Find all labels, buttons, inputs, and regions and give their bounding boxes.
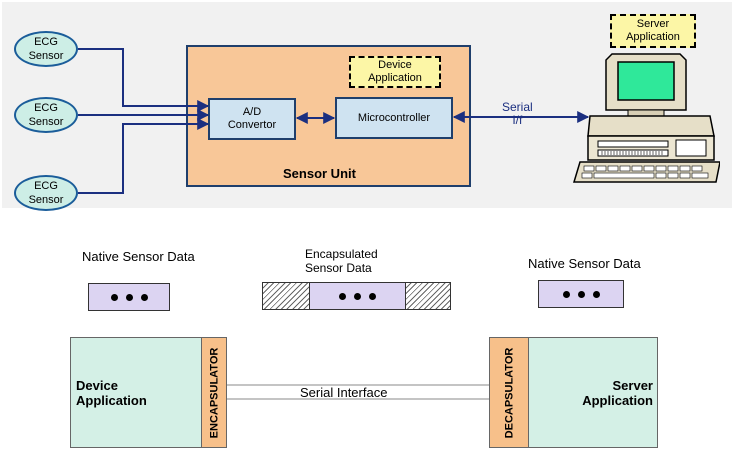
- trailer-hatch-block: [405, 282, 451, 310]
- data-dot: [339, 292, 346, 300]
- ecg-sensor-3-line1: ECG: [34, 180, 58, 192]
- data-dot: [354, 292, 361, 300]
- decapsulator-bar: DECAPSULATOR: [489, 337, 529, 448]
- ecg-sensor-2-line2: Sensor: [28, 116, 64, 128]
- server-application-line1: Server: [636, 18, 670, 30]
- native-data-block-right: [538, 280, 624, 308]
- data-dot: [592, 290, 600, 298]
- top-connectors: [78, 48, 590, 194]
- serial-if-line2: I/f: [512, 113, 523, 127]
- data-dot: [125, 293, 133, 301]
- encapsulator-bar: ENCAPSULATOR: [201, 337, 227, 448]
- decapsulator-label: DECAPSULATOR: [503, 347, 515, 438]
- ad-convertor-line1: A/D: [242, 106, 262, 118]
- sensor-1-connector: [78, 48, 210, 112]
- encapsulated-line1: Encapsulated: [305, 247, 378, 261]
- ecg-sensor-1: ECG Sensor: [14, 31, 78, 67]
- native-data-block-left: [88, 283, 170, 311]
- data-dot: [562, 290, 570, 298]
- bottom-device-application-line1: Device: [76, 378, 118, 393]
- ecg-sensor-1-line1: ECG: [34, 36, 58, 48]
- ecg-sensor-3: ECG Sensor: [14, 175, 78, 211]
- bottom-device-application-line2: Application: [76, 393, 147, 408]
- device-application-line1: Device: [378, 59, 412, 71]
- encapsulated-line2: Sensor Data: [305, 261, 372, 275]
- encapsulated-data-block: [309, 282, 406, 310]
- data-dot: [369, 292, 376, 300]
- native-sensor-data-right-label: Native Sensor Data: [528, 256, 641, 271]
- ecg-sensor-2: ECG Sensor: [14, 97, 78, 133]
- ecg-sensor-1-line2: Sensor: [28, 50, 64, 62]
- data-dot: [577, 290, 585, 298]
- computer-icon: [572, 53, 720, 183]
- ecg-sensor-3-line2: Sensor: [28, 194, 64, 206]
- data-dot: [110, 293, 118, 301]
- serial-interface-label: Serial Interface: [300, 385, 388, 400]
- microcontroller-label: Microcontroller: [357, 111, 431, 124]
- ad-convertor-line2: Convertor: [227, 119, 277, 131]
- sensor-3-connector: [78, 118, 210, 194]
- microcontroller-box: Microcontroller: [335, 97, 453, 139]
- native-sensor-data-left-label: Native Sensor Data: [82, 249, 195, 264]
- bottom-server-application-line1: Server: [612, 378, 653, 393]
- bottom-server-application-line2: Application: [582, 393, 653, 408]
- data-dot: [140, 293, 148, 301]
- server-application-line2: Application: [626, 31, 680, 43]
- sensor-unit-label: Sensor Unit: [283, 166, 356, 181]
- device-application-line2: Application: [368, 72, 422, 84]
- header-hatch-block: [262, 282, 310, 310]
- ecg-sensor-2-line1: ECG: [34, 102, 58, 114]
- serial-if-line1: Serial: [502, 100, 533, 114]
